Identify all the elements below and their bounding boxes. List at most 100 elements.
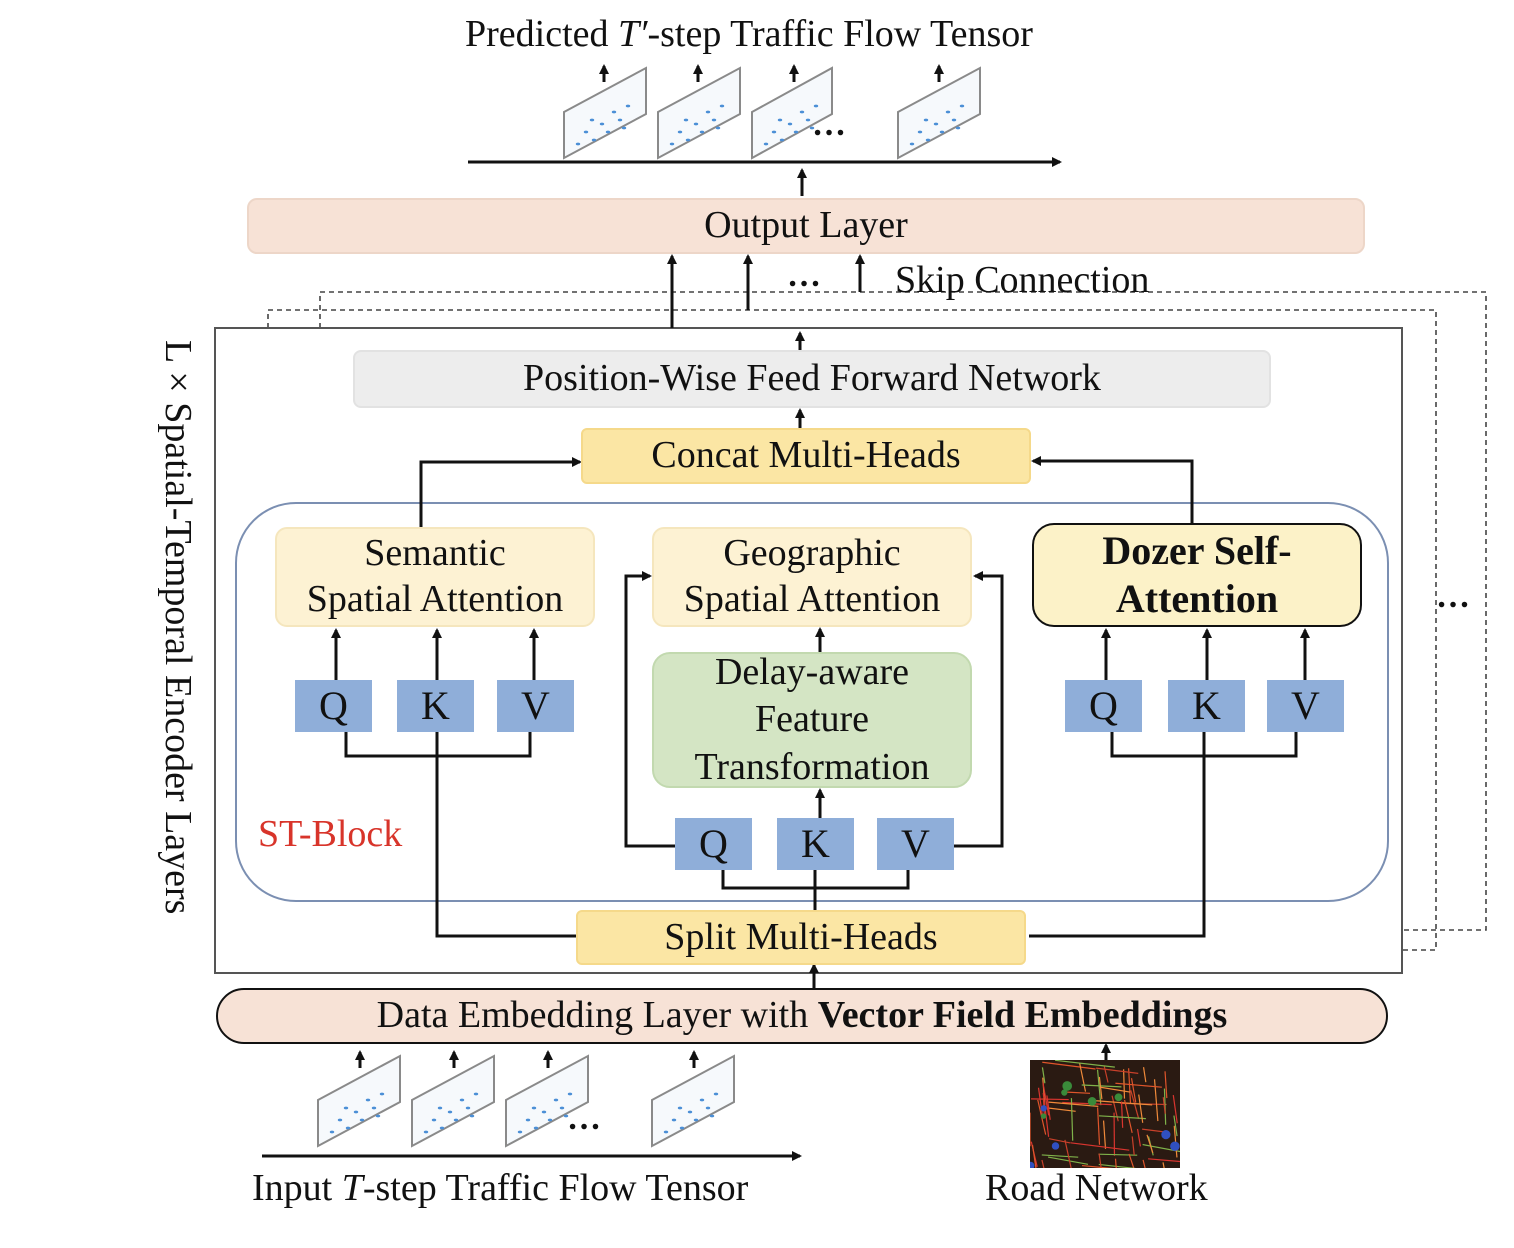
- tensor-dot: [951, 118, 957, 122]
- road-segment: [1097, 1107, 1101, 1145]
- tensor-dot: [447, 1110, 453, 1114]
- tensor-dot: [617, 118, 623, 122]
- tensor-dot: [553, 1098, 559, 1102]
- road-segment: [1098, 1163, 1136, 1168]
- road-segment: [1146, 1134, 1154, 1154]
- road-segment: [1064, 1091, 1091, 1094]
- tensor-dot: [699, 1098, 705, 1102]
- road-segment: [1098, 1153, 1138, 1156]
- road-segment: [1103, 1065, 1109, 1083]
- tensor-dot: [687, 1110, 693, 1114]
- dozer-k: K: [1168, 680, 1245, 732]
- road-segment: [1173, 1115, 1178, 1137]
- road-segment: [1031, 1098, 1069, 1101]
- road-poi: [1161, 1130, 1171, 1140]
- road-poi: [1087, 1097, 1097, 1106]
- road-poi: [1051, 1142, 1060, 1150]
- tensor-dot: [917, 130, 923, 134]
- semantic-k: K: [397, 680, 474, 732]
- road-segment: [1048, 1138, 1071, 1144]
- output-title: Predicted T′-step Traffic Flow Tensor: [465, 13, 1033, 55]
- tensor-dot: [787, 122, 793, 126]
- road-segment: [1128, 1153, 1135, 1168]
- tensor-dot: [589, 118, 595, 122]
- tensor-dot: [805, 118, 811, 122]
- dozer-v: V: [1267, 680, 1344, 732]
- tensor-dot: [959, 104, 965, 108]
- ffn-box: Position-Wise Feed Forward Network: [353, 350, 1271, 408]
- road-segment: [1041, 1159, 1045, 1168]
- tensor-dot: [693, 122, 699, 126]
- tensor-dot: [375, 1114, 381, 1118]
- tensor-dot: [359, 1118, 365, 1122]
- tensor-dot: [343, 1106, 349, 1110]
- road-segment: [1172, 1095, 1178, 1124]
- tensor-dot: [669, 142, 675, 146]
- road-segment: [1123, 1099, 1133, 1134]
- input-tensor-frames: [317, 1054, 735, 1148]
- tensor-dot: [779, 138, 785, 142]
- tensor-dot: [379, 1092, 385, 1096]
- input-title: Input T-step Traffic Flow Tensor: [252, 1167, 749, 1209]
- road-segment: [1055, 1060, 1115, 1068]
- tensor-dot: [777, 118, 783, 122]
- road-segment: [1046, 1095, 1051, 1120]
- road-segment: [1162, 1097, 1166, 1114]
- tensor-dot: [955, 126, 961, 130]
- road-segment: [1064, 1139, 1072, 1168]
- tensor-dot: [423, 1130, 429, 1134]
- road-segment: [1164, 1071, 1168, 1099]
- tensor-dot: [677, 130, 683, 134]
- tensor-dot: [559, 1106, 565, 1110]
- tensor-dot: [799, 110, 805, 114]
- tensor-dot: [923, 118, 929, 122]
- tensor-dot: [525, 1118, 531, 1122]
- road-segment: [1041, 1067, 1046, 1084]
- tensor-dot: [909, 142, 915, 146]
- road-segment: [1041, 1154, 1079, 1158]
- tensor-dot: [611, 110, 617, 114]
- tensor-dot: [371, 1106, 377, 1110]
- road-segment: [1138, 1094, 1144, 1123]
- road-segment: [1037, 1087, 1044, 1119]
- tensor-dot: [663, 1130, 669, 1134]
- tensor-dot: [531, 1106, 537, 1110]
- geographic-k: K: [777, 818, 854, 870]
- road-segment: [1095, 1100, 1153, 1106]
- tensor-dot: [933, 122, 939, 126]
- skip-ellipsis: …: [787, 257, 821, 294]
- tensor-dot: [685, 138, 691, 142]
- input-ellipsis: …: [567, 1100, 601, 1137]
- dozer-self-attention: Dozer Self-Attention: [1032, 523, 1362, 627]
- tensor-dot: [605, 130, 611, 134]
- tensor-dot: [705, 110, 711, 114]
- tensor-dot: [345, 1126, 351, 1130]
- tensor-dot: [679, 1126, 685, 1130]
- tensor-dot: [563, 1114, 569, 1118]
- road-segment: [1096, 1069, 1102, 1106]
- road-segment: [1047, 1156, 1089, 1165]
- tensor-dot: [719, 104, 725, 108]
- road-segment: [1081, 1084, 1122, 1088]
- tensor-dot: [683, 118, 689, 122]
- tensor-dot: [621, 126, 627, 130]
- road-segment: [1114, 1158, 1117, 1168]
- tensor-dot: [437, 1106, 443, 1110]
- skip-connection-label: Skip Connection: [895, 259, 1150, 301]
- road-segment: [1131, 1136, 1135, 1156]
- tensor-dot: [809, 126, 815, 130]
- road-segment: [1142, 1159, 1146, 1168]
- tensor-dot: [925, 138, 931, 142]
- tensor-dot: [547, 1118, 553, 1122]
- road-segment: [1128, 1068, 1132, 1104]
- dozer-q: Q: [1065, 680, 1142, 732]
- tensor-dot: [705, 1106, 711, 1110]
- road-segment: [1070, 1142, 1130, 1151]
- tensor-dot: [337, 1118, 343, 1122]
- road-segment: [1095, 1067, 1139, 1074]
- split-multi-heads: Split Multi-Heads: [576, 910, 1026, 965]
- output-ellipsis: …: [812, 106, 846, 143]
- tensor-dot: [693, 1118, 699, 1122]
